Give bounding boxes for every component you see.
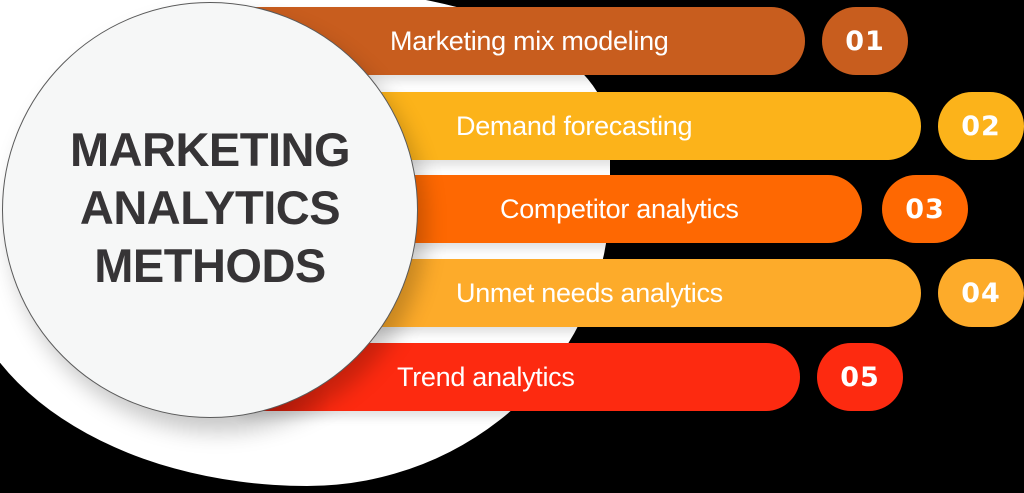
method-label-3: Competitor analytics: [500, 193, 739, 224]
method-label-1: Marketing mix modeling: [390, 25, 669, 56]
title-circle: MARKETING ANALYTICS METHODS: [2, 2, 418, 418]
method-label-2: Demand forecasting: [456, 110, 693, 141]
title-block: MARKETING ANALYTICS METHODS: [69, 121, 351, 295]
method-number-5: 05: [817, 343, 903, 411]
method-number-2: 02: [938, 92, 1024, 160]
title-line-3: METHODS: [94, 239, 326, 292]
method-number-4: 04: [938, 259, 1024, 327]
title-line-1: MARKETING: [69, 123, 351, 176]
title-line-2: ANALYTICS: [79, 181, 341, 234]
method-label-4: Unmet needs analytics: [456, 277, 723, 308]
method-label-5: Trend analytics: [397, 361, 575, 392]
method-number-3: 03: [882, 175, 968, 243]
method-number-1: 01: [822, 7, 908, 75]
